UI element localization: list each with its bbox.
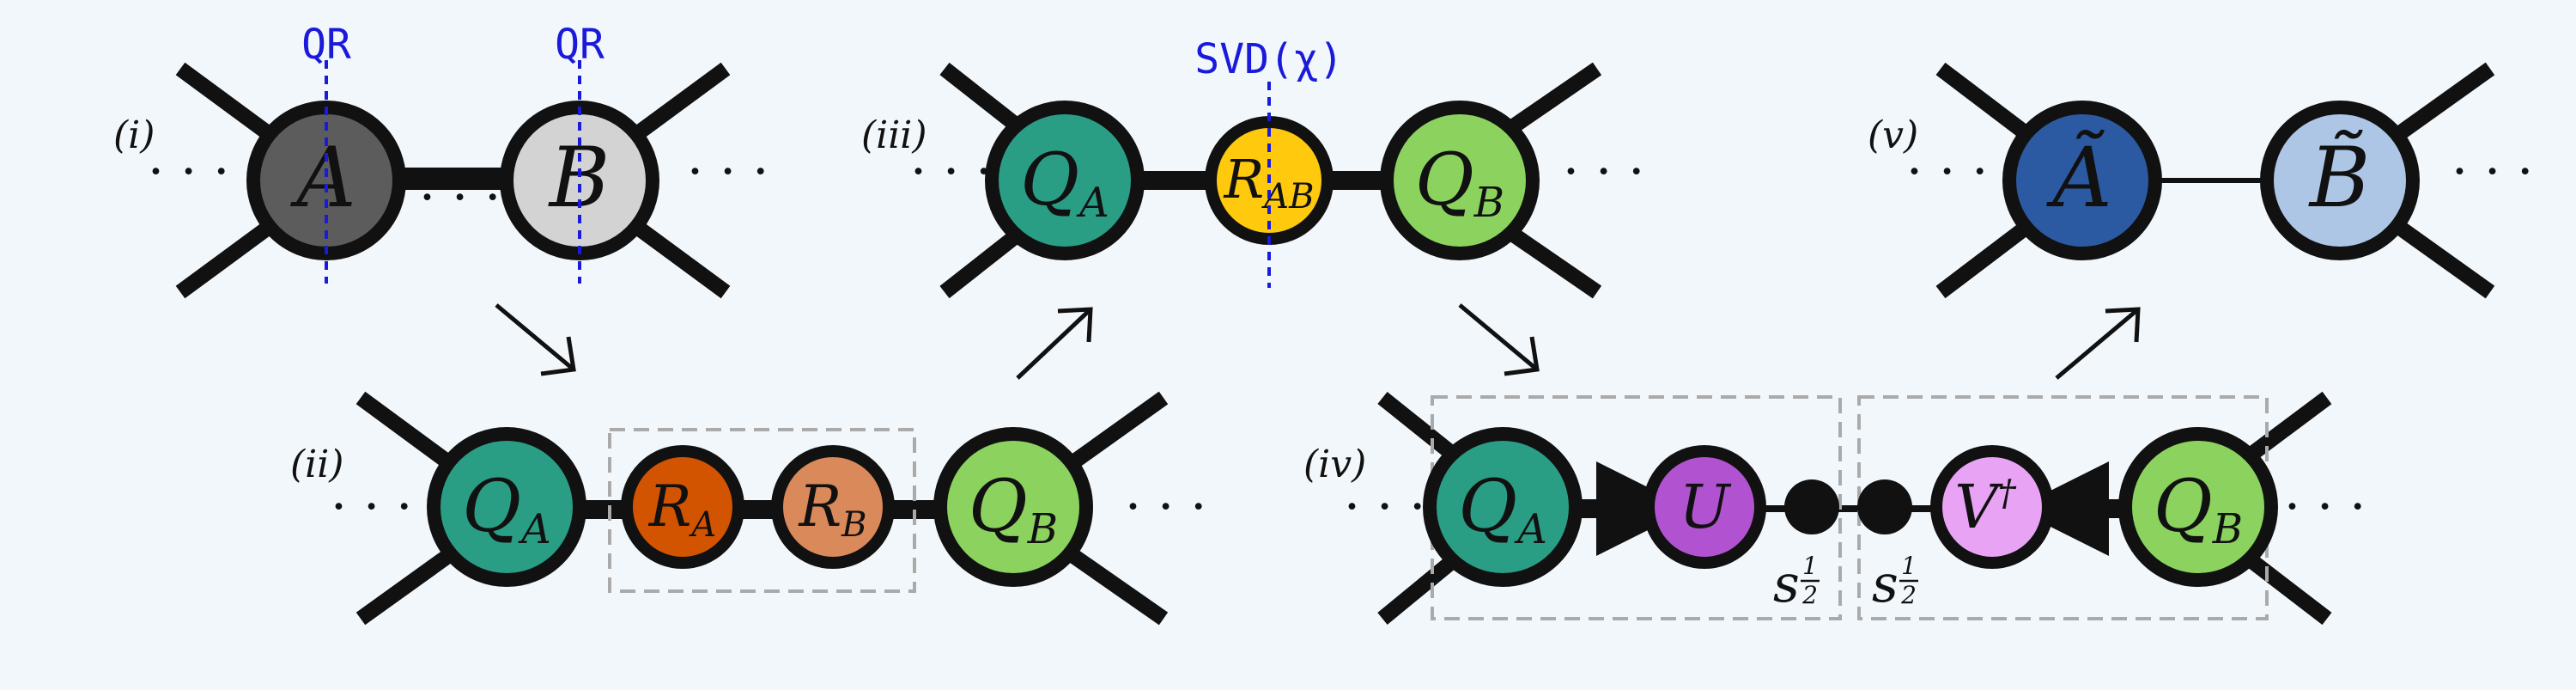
tensor-RA bbox=[621, 445, 744, 569]
tensor-RA-label: RA bbox=[648, 473, 717, 545]
s-half-left-exp-den: 2 bbox=[1801, 581, 1818, 609]
tensor-A-tilde bbox=[2002, 101, 2162, 260]
step-label-iv: (iv) bbox=[1303, 443, 1366, 486]
step-iii: (iii) · · · · · · QA RAB QB SVD(χ) bbox=[861, 35, 1644, 299]
tensor-QB-iii bbox=[1380, 101, 1540, 260]
s-half-right-label: s bbox=[1872, 554, 1899, 614]
tensor-QA-iii-label: QA bbox=[1020, 137, 1109, 227]
arrow-iv-to-v bbox=[2055, 307, 2141, 380]
tensor-QB-iv-label: QB bbox=[2154, 464, 2243, 553]
tensor-QA-iv-label: QA bbox=[1458, 464, 1547, 553]
arrow-iii-to-iv bbox=[1458, 303, 1540, 376]
tensor-B-tilde-label: B̃ bbox=[2308, 130, 2371, 226]
tensor-A-label: A bbox=[289, 130, 355, 226]
right-ellipsis-v: · · · bbox=[2451, 142, 2533, 202]
qr-annotation-A: QR bbox=[301, 21, 351, 69]
left-ellipsis-iv: · · · bbox=[1344, 477, 1425, 537]
tensor-RB-label: RB bbox=[798, 473, 866, 545]
arrow-ii-to-iii bbox=[1016, 307, 1093, 380]
s-half-right-exp-den: 2 bbox=[1900, 581, 1917, 609]
right-ellipsis-iv: · · · bbox=[2284, 477, 2366, 537]
svd-annotation: SVD(χ) bbox=[1194, 35, 1343, 83]
tensor-U bbox=[1643, 445, 1766, 569]
tensor-s-right bbox=[1857, 479, 1912, 534]
group-box-ii bbox=[608, 428, 916, 593]
step-iv: (iv) · · · · · · QA U V† QB s 1 2 s 1 bbox=[1303, 391, 2366, 626]
step-label-v: (v) bbox=[1868, 113, 1918, 157]
tensor-A-tilde-label: Ã bbox=[2045, 130, 2111, 226]
step-label-iii: (iii) bbox=[861, 113, 927, 157]
group-box-left-iv bbox=[1431, 395, 1842, 620]
tensor-Vdagger bbox=[1930, 445, 2054, 569]
s-half-left-exp-num: 1 bbox=[1802, 552, 1818, 580]
left-ellipsis-i: · · · bbox=[148, 142, 229, 202]
tensor-QA-ii-label: QA bbox=[462, 464, 551, 553]
s-half-right-exp-num: 1 bbox=[1901, 552, 1917, 580]
tensor-QB-ii-label: QB bbox=[969, 464, 1058, 553]
step-i: (i) · · · · · · · · · A B QR QR bbox=[113, 21, 769, 299]
tensor-B-tilde bbox=[2260, 101, 2420, 260]
s-half-left-label: s bbox=[1773, 554, 1800, 614]
right-ellipsis-iii: · · · bbox=[1563, 142, 1644, 202]
right-ellipsis-ii: · · · bbox=[1125, 477, 1206, 537]
step-v: (v) · · · · · · Ã B̃ bbox=[1868, 62, 2533, 299]
right-ellipsis-i: · · · bbox=[687, 142, 769, 202]
bond-ellipsis-i: · · · bbox=[419, 168, 501, 228]
left-ellipsis-iii: · · · bbox=[910, 142, 992, 202]
tensor-QA-iii bbox=[985, 101, 1145, 260]
tensor-s-left bbox=[1784, 479, 1839, 534]
tensor-QB-iii-label: QB bbox=[1415, 137, 1504, 227]
left-ellipsis-ii: · · · bbox=[331, 477, 412, 537]
tensor-QA-iv bbox=[1423, 427, 1583, 587]
tensor-RB bbox=[771, 445, 895, 569]
step-label-ii: (ii) bbox=[290, 443, 343, 486]
tensor-Vdagger-label: V† bbox=[1954, 472, 2017, 542]
tensor-QA-ii bbox=[427, 427, 586, 587]
tensor-QB-ii bbox=[933, 427, 1093, 587]
step-ii: (ii) · · · · · · QA RA RB QB bbox=[290, 391, 1206, 626]
arrow-i-to-ii bbox=[495, 303, 576, 376]
tensor-U-label: U bbox=[1680, 472, 1732, 542]
qr-annotation-B: QR bbox=[555, 21, 605, 69]
step-label-i: (i) bbox=[113, 113, 155, 157]
left-ellipsis-v: · · · bbox=[1906, 142, 1988, 202]
tensor-QB-iv bbox=[2118, 427, 2278, 587]
